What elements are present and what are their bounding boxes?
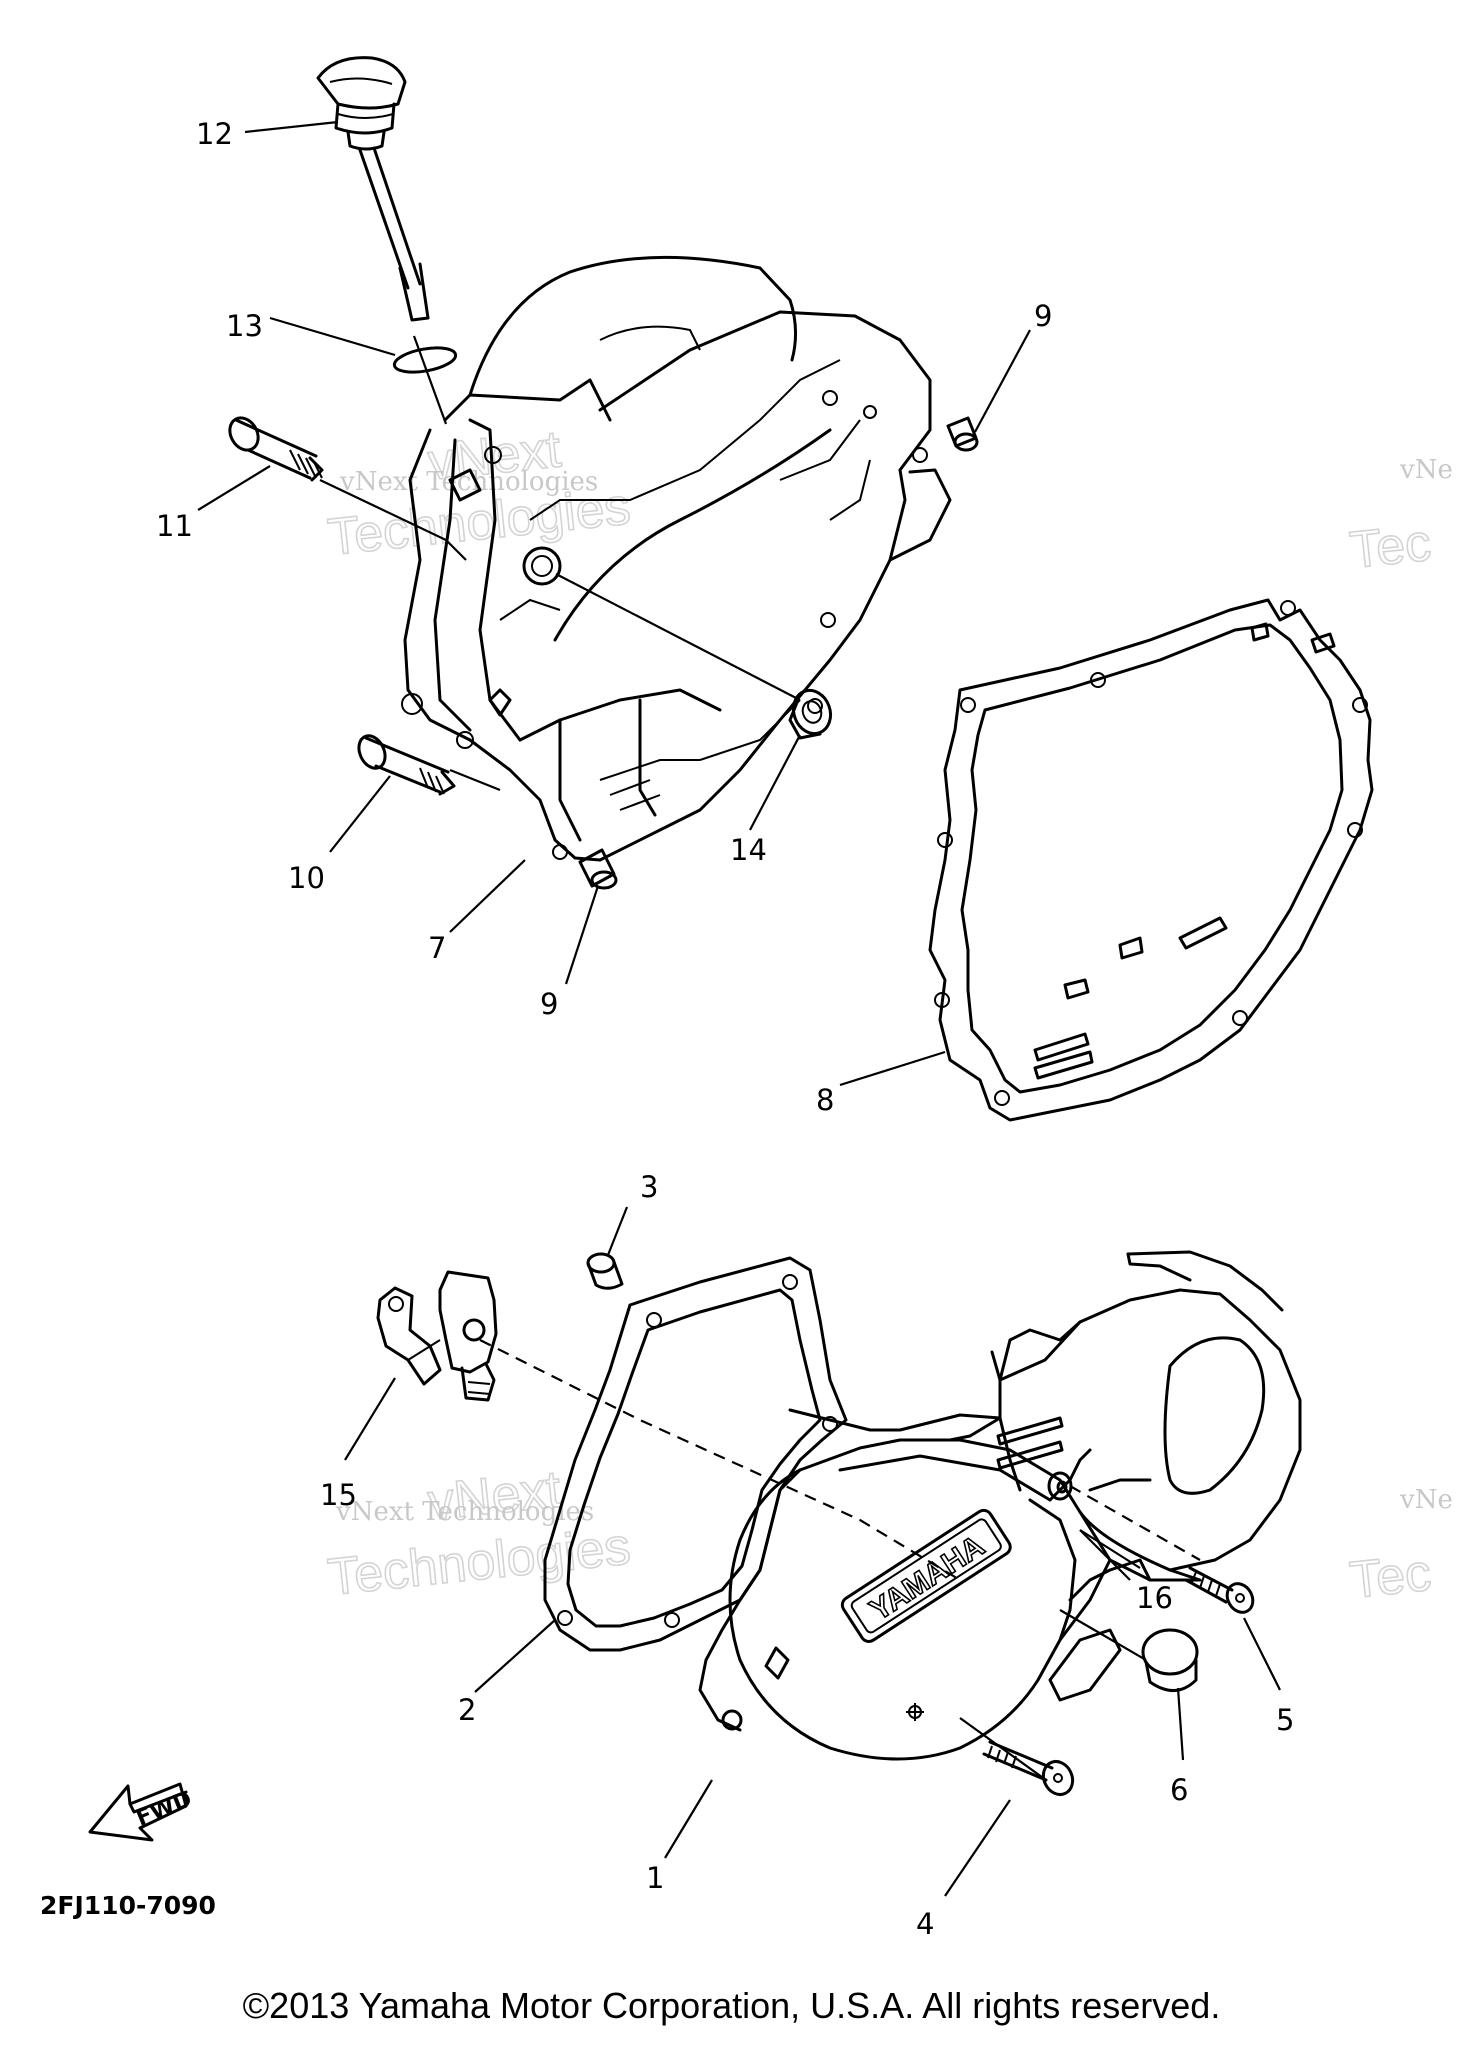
part-5-bolt (1184, 1566, 1255, 1614)
callout-10: 10 (288, 861, 325, 895)
callout-8: 8 (816, 1083, 834, 1117)
part-9-dowel-top (946, 416, 979, 452)
callout-13: 13 (226, 309, 263, 343)
callout-14: 14 (730, 833, 767, 867)
callout-2: 2 (458, 1693, 476, 1727)
copyright-notice: ©2013 Yamaha Motor Corporation, U.S.A. A… (242, 1985, 1221, 2026)
part-7-crankcase-cover (401, 255, 952, 862)
part-10-bolt (357, 734, 456, 796)
callout-16: 16 (1136, 1581, 1173, 1615)
part-15-bracket (376, 1270, 498, 1402)
watermark-edge-bottom: vNe Tec (1346, 1485, 1453, 1611)
diagram-code: 2FJ110-7090 (40, 1891, 216, 1920)
watermark-top: Technologies vNext vNext Technologies (324, 420, 634, 568)
fwd-label: FWD (133, 1787, 196, 1832)
callout-4: 4 (916, 1907, 934, 1941)
part-12-dipstick (316, 56, 430, 322)
part-13-o-ring (392, 346, 458, 374)
callout-6: 6 (1170, 1773, 1188, 1807)
callout-11: 11 (156, 509, 193, 543)
callout-12: 12 (196, 117, 233, 151)
part-11-bolt (228, 416, 324, 482)
watermark-small-text: vNext Technologies (335, 1497, 594, 1527)
watermark-big-text: Technologies (325, 1518, 633, 1607)
callout-9-top: 9 (1034, 299, 1052, 333)
part-9-dowel-bottom (578, 848, 618, 890)
callout-7: 7 (428, 931, 446, 965)
part-1-crankcase-cover: YAMAHA (698, 1250, 1302, 1761)
part-3-dowel (586, 1252, 624, 1290)
watermark-bottom: Technologies vNext vNext Technologies (324, 1460, 634, 1608)
callout-1: 1 (646, 1861, 664, 1895)
fwd-arrow-icon: FWD (88, 1782, 196, 1842)
callout-5: 5 (1276, 1703, 1294, 1737)
callout-9-bottom: 9 (540, 987, 558, 1021)
watermark-edge-text: vNe (1399, 1485, 1453, 1515)
leader-lines (197, 120, 1281, 1897)
part-14-oil-seal (788, 688, 833, 740)
part-8-gasket (928, 598, 1374, 1122)
part-16-hole (1056, 1480, 1068, 1494)
watermark-edge-top: vNe Tec (1346, 455, 1453, 581)
yamaha-logo: YAMAHA (840, 1508, 1012, 1643)
part-6-plug (1141, 1628, 1199, 1692)
watermark-edge-big-text: Tec (1347, 514, 1434, 580)
part-4-bolt (982, 1740, 1075, 1797)
watermark-edge-big-text: Tec (1347, 1544, 1434, 1610)
watermark-edge-text: vNe (1399, 455, 1453, 485)
callout-3: 3 (640, 1170, 658, 1204)
callout-15: 15 (320, 1478, 357, 1512)
part-2-gasket (543, 1256, 848, 1652)
